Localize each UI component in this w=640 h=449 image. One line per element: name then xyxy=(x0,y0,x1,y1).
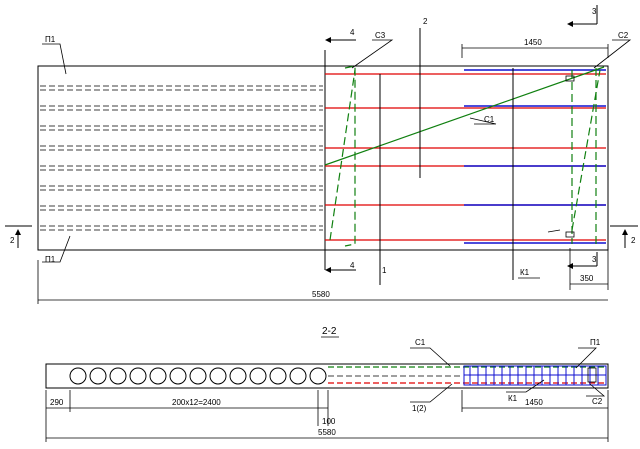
section-stirrups xyxy=(463,365,607,386)
c2-bar-diag xyxy=(571,69,601,231)
c3-bar-diag xyxy=(329,69,356,241)
label-cut4-bottom: 4 xyxy=(350,261,355,270)
red-bars xyxy=(325,73,606,241)
section-label-c1: С1 xyxy=(415,338,426,347)
section-dim-hollows: 200x12=2400 xyxy=(172,398,221,407)
green-bars xyxy=(324,65,605,247)
label-cut3-bottom: 3 xyxy=(592,255,597,264)
label-c2: С2 xyxy=(618,31,629,40)
label-cut2-mark: 2 xyxy=(423,17,428,26)
plate-bottom xyxy=(565,231,575,238)
dim-bottom-offset: 350 xyxy=(580,274,594,283)
section-dim-total-length: 5580 xyxy=(318,428,336,437)
c3-bar xyxy=(344,65,356,247)
label-p1-bottom: П1 xyxy=(45,255,56,264)
vertical-bars xyxy=(379,28,514,285)
label-cut3-top: 3 xyxy=(592,7,597,16)
label-cut1: 1 xyxy=(382,266,387,275)
label-cut2-left: 2 xyxy=(10,236,15,245)
cut-2-sides xyxy=(5,225,638,248)
section-slab xyxy=(45,363,609,389)
slab-outline xyxy=(37,65,609,251)
section-view: 2-2 xyxy=(45,326,609,442)
diagonal-bar-c1 xyxy=(324,66,605,166)
section-dim-gap: 100 xyxy=(322,417,336,426)
label-k1: К1 xyxy=(520,268,530,277)
section-label-p1: П1 xyxy=(590,338,601,347)
section-dimensions xyxy=(45,390,609,442)
plan-view: П1 П1 С3 С2 С1 К1 4 4 2 3 3 1 2 2 1450 3… xyxy=(5,5,638,304)
dimensions xyxy=(37,44,609,304)
section-title: 2-2 xyxy=(322,326,337,337)
label-cut4-top: 4 xyxy=(350,28,355,37)
label-p1-top: П1 xyxy=(45,35,56,44)
section-leaders xyxy=(410,347,606,403)
section-plate xyxy=(587,367,597,383)
label-cut2-right: 2 xyxy=(631,236,636,245)
section-label-bar-1-2: 1(2) xyxy=(412,404,427,413)
section-label-c2: С2 xyxy=(592,397,603,406)
label-c3: С3 xyxy=(375,31,386,40)
section-label-k1: К1 xyxy=(508,394,518,403)
hollow-lines xyxy=(40,85,323,231)
dim-top-length: 1450 xyxy=(524,38,542,47)
blue-bars xyxy=(464,69,606,244)
label-c1: С1 xyxy=(484,115,495,124)
leaders xyxy=(42,39,632,279)
cut-3 xyxy=(567,5,598,269)
hollow-cores xyxy=(69,367,327,385)
section-dim-left-edge: 290 xyxy=(50,398,64,407)
dim-total-length: 5580 xyxy=(312,290,330,299)
plate-top xyxy=(565,75,575,82)
section-dim-right-length: 1450 xyxy=(525,398,543,407)
cut-4 xyxy=(325,37,356,273)
